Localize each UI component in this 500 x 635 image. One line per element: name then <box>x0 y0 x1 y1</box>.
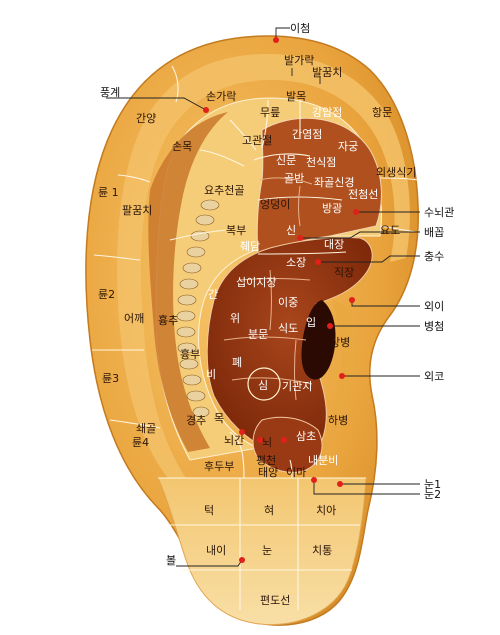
label-icheom: 이첨 <box>290 22 310 35</box>
label-punggye: 풍계 <box>100 86 120 99</box>
label-chwidam: 췌담 <box>240 240 260 253</box>
label-habyeong: 하병 <box>328 413 348 427</box>
label-yochucheongol: 요추천골 <box>204 183 244 197</box>
label-sipijijang: 십이지장 <box>236 276 276 289</box>
label-daejang: 대장 <box>324 238 344 251</box>
label-byeongcheom: 병첨 <box>424 320 444 333</box>
earlobe <box>157 477 367 626</box>
label-jagung: 자궁 <box>338 140 358 153</box>
label-oeko: 외코 <box>424 370 444 383</box>
label-songarak: 손가락 <box>206 90 236 103</box>
label-palkkumchi: 팔꿈치 <box>122 204 152 217</box>
label-naei: 내이 <box>206 544 226 557</box>
label-nun: 눈 <box>262 544 272 557</box>
label-banggwang: 방광 <box>322 202 342 215</box>
label-sinmun: 신문 <box>276 154 296 167</box>
label-nun1: 눈1 <box>424 478 441 491</box>
label-hyungbu: 흉부 <box>180 347 200 361</box>
label-jeoncheomseon: 전첨선 <box>348 188 378 201</box>
helix-rim <box>117 54 410 478</box>
label-nun2: 눈2 <box>424 488 441 501</box>
label-sikdo: 식도 <box>278 322 298 335</box>
label-naebunbi: 내분비 <box>308 454 338 467</box>
label-teok: 턱 <box>204 504 214 517</box>
label-hangmun: 항문 <box>372 106 392 119</box>
label-cheonsikjeom: 천식점 <box>306 155 336 169</box>
label-ganyang: 간양 <box>136 112 156 125</box>
label-oei: 외이 <box>424 300 444 313</box>
tragus <box>330 300 357 420</box>
label-samcho: 삼초 <box>296 430 316 443</box>
label-balkkumchi: 발꿈치 <box>312 66 342 79</box>
label-noe: 뇌 <box>262 436 272 449</box>
label-sin: 신 <box>286 224 296 237</box>
label-sangbyeong: 상병 <box>330 336 350 349</box>
label-eongdeongi: 엉덩이 <box>260 198 290 211</box>
label-gangapjeom: 강압점 <box>312 106 342 119</box>
label-jikjang: 직장 <box>334 266 354 279</box>
label-sojang: 소장 <box>286 256 306 269</box>
label-bol: 볼 <box>166 554 176 567</box>
label-sim: 심 <box>258 379 268 392</box>
label-goldban: 골반 <box>284 172 304 185</box>
label-ryun3: 륜3 <box>102 372 119 385</box>
label-gigwanji: 기관지 <box>282 380 312 393</box>
label-pye: 폐 <box>232 356 242 369</box>
label-pyeondoseon: 편도선 <box>260 594 290 607</box>
spine-vertebrae <box>176 199 220 418</box>
label-noegan: 뇌간 <box>224 434 244 447</box>
acupoint-markers <box>203 37 359 563</box>
heart-ring <box>247 367 281 401</box>
label-ima: 이마 <box>286 466 306 479</box>
zone-lines <box>92 65 419 610</box>
label-ip: 입 <box>306 316 316 329</box>
label-ganyeomjeom: 간염점 <box>292 128 322 141</box>
label-pyeongcheon: 평천 <box>256 453 276 467</box>
label-eokkae: 어깨 <box>124 312 144 325</box>
scaphoid-fossa <box>148 112 228 452</box>
label-bokbu: 복부 <box>226 224 246 237</box>
label-bunmun: 분문 <box>248 328 268 341</box>
label-murup: 무릎 <box>260 106 280 119</box>
label-chia: 치아 <box>316 504 336 517</box>
label-ryun4: 륜4 <box>132 436 149 449</box>
label-hyungchu: 흉추 <box>158 313 178 327</box>
label-gogwanjeol: 고관절 <box>242 134 272 147</box>
label-sonmok: 손목 <box>172 140 192 153</box>
label-ryun2: 륜2 <box>98 288 115 301</box>
label-balmok: 발목 <box>286 90 306 103</box>
label-mok: 목 <box>214 412 224 425</box>
label-gan: 간 <box>208 288 218 301</box>
label-hudubu: 후두부 <box>204 460 234 473</box>
label-sunoegwan: 수뇌관 <box>424 206 454 219</box>
label-baekkop: 배꼽 <box>424 226 444 239</box>
label-chungsu: 충수 <box>424 250 444 263</box>
ear-canal <box>301 300 336 380</box>
label-balgarak: 발가락 <box>284 54 314 67</box>
label-jwagolsingyeong: 좌골신경 <box>314 176 354 189</box>
label-bi: 비 <box>206 368 216 381</box>
label-taeyang: 태양 <box>258 466 278 479</box>
label-swaegol: 쇄골 <box>136 422 156 435</box>
label-chitong: 치통 <box>312 544 332 557</box>
label-yodo: 요도 <box>380 224 400 237</box>
label-ryun1: 륜 1 <box>98 186 119 199</box>
label-oesaengsikgi: 외생식기 <box>376 166 416 179</box>
label-wi: 위 <box>230 312 240 325</box>
label-hyeo: 혀 <box>264 504 274 517</box>
label-ijung: 이중 <box>278 296 298 309</box>
antitragus <box>252 416 323 473</box>
label-gyeongchu: 경추 <box>186 414 206 427</box>
